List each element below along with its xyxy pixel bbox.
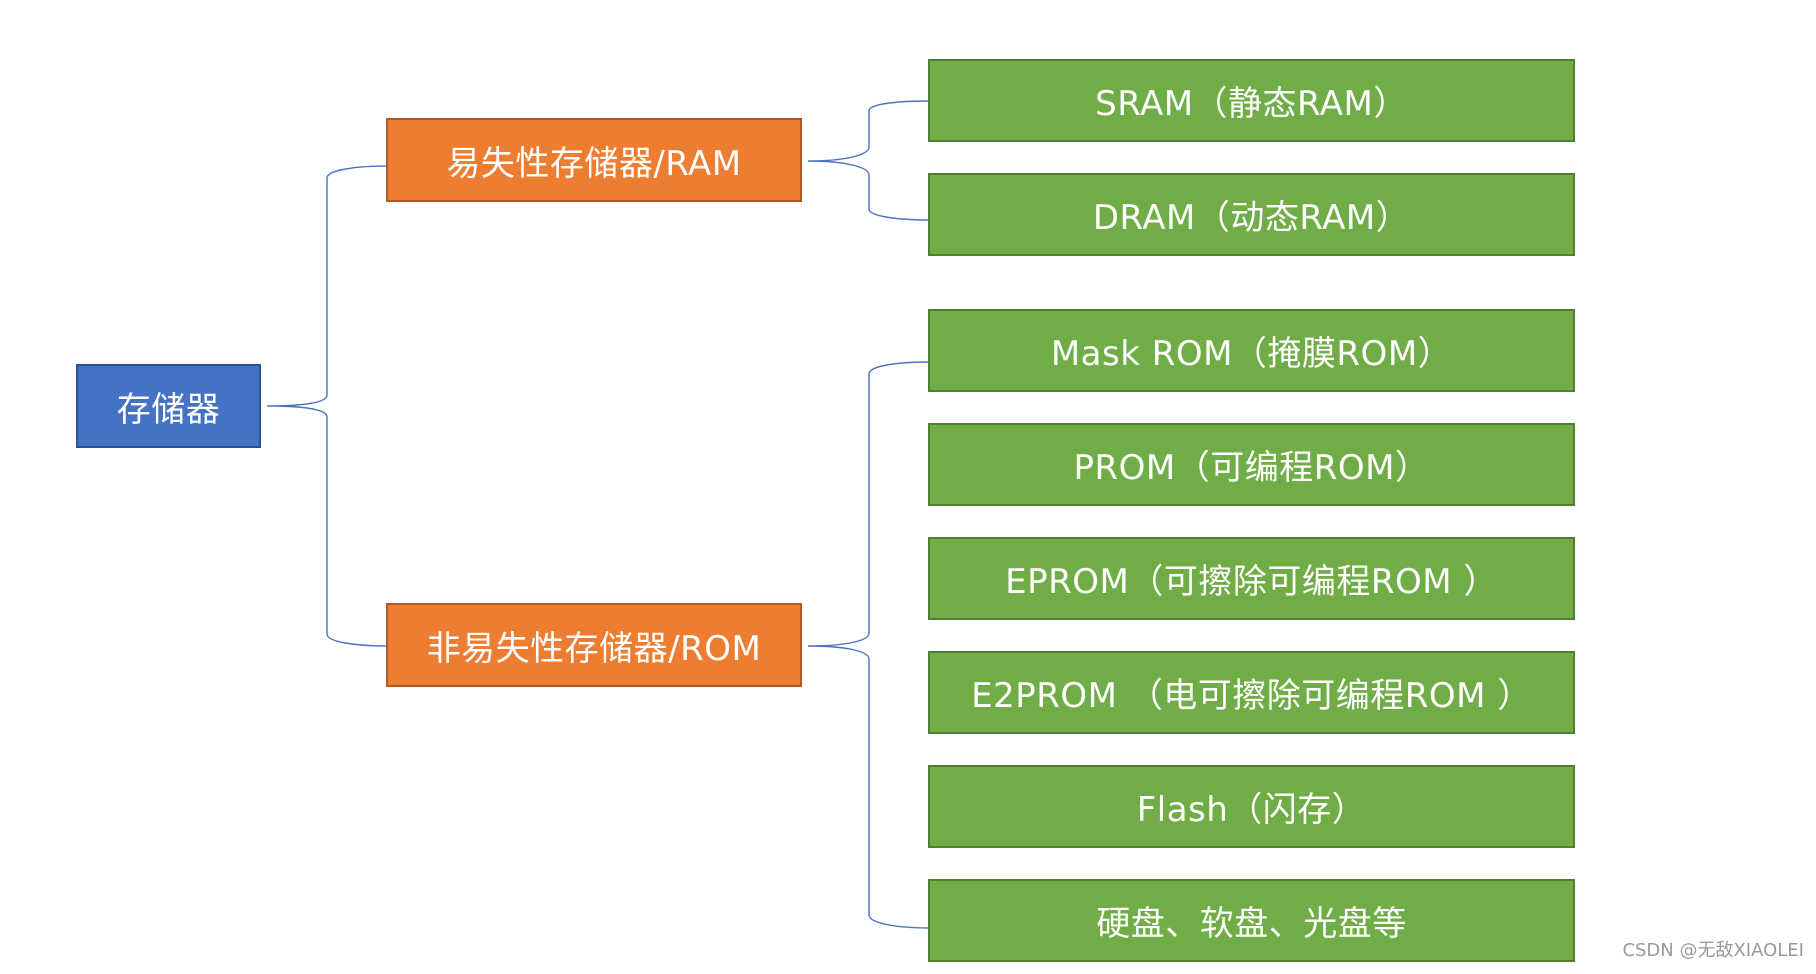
- leaf-label: Mask ROM（掩膜ROM）: [1050, 334, 1453, 374]
- leaf-label: SRAM（静态RAM）: [1095, 84, 1408, 124]
- bracket-volatile: [807, 100, 931, 221]
- root-node-label: 存储器: [116, 389, 221, 430]
- category-label: 非易失性存储器/ROM: [426, 628, 762, 669]
- category-label: 易失性存储器/RAM: [446, 143, 742, 184]
- leaf-node-sram: SRAM（静态RAM）: [928, 59, 1575, 142]
- leaf-node-flash: Flash（闪存）: [928, 765, 1575, 848]
- leaf-label: Flash（闪存）: [1136, 790, 1367, 830]
- leaf-node-e2prom: E2PROM （电可擦除可编程ROM ）: [928, 651, 1575, 734]
- leaf-node-dram: DRAM（动态RAM）: [928, 173, 1575, 256]
- watermark-text: CSDN @无敌XIAOLEI: [1622, 940, 1804, 961]
- leaf-node-mask-rom: Mask ROM（掩膜ROM）: [928, 309, 1575, 392]
- leaf-label: 硬盘、软盘、光盘等: [1096, 904, 1407, 944]
- leaf-node-eprom: EPROM（可擦除可编程ROM ）: [928, 537, 1575, 620]
- category-node-volatile-ram: 易失性存储器/RAM: [386, 118, 802, 202]
- category-node-nonvolatile-rom: 非易失性存储器/ROM: [386, 603, 802, 687]
- root-node-storage: 存储器: [76, 364, 261, 448]
- leaf-label: EPROM（可擦除可编程ROM ）: [1005, 562, 1498, 602]
- leaf-node-disks: 硬盘、软盘、光盘等: [928, 879, 1575, 962]
- leaf-label: E2PROM （电可擦除可编程ROM ）: [971, 676, 1532, 716]
- leaf-label: PROM（可编程ROM）: [1073, 448, 1430, 488]
- bracket-nonvolatile: [807, 361, 931, 929]
- leaf-label: DRAM（动态RAM）: [1092, 198, 1411, 238]
- bracket-root-to-categories: [266, 165, 389, 647]
- leaf-node-prom: PROM（可编程ROM）: [928, 423, 1575, 506]
